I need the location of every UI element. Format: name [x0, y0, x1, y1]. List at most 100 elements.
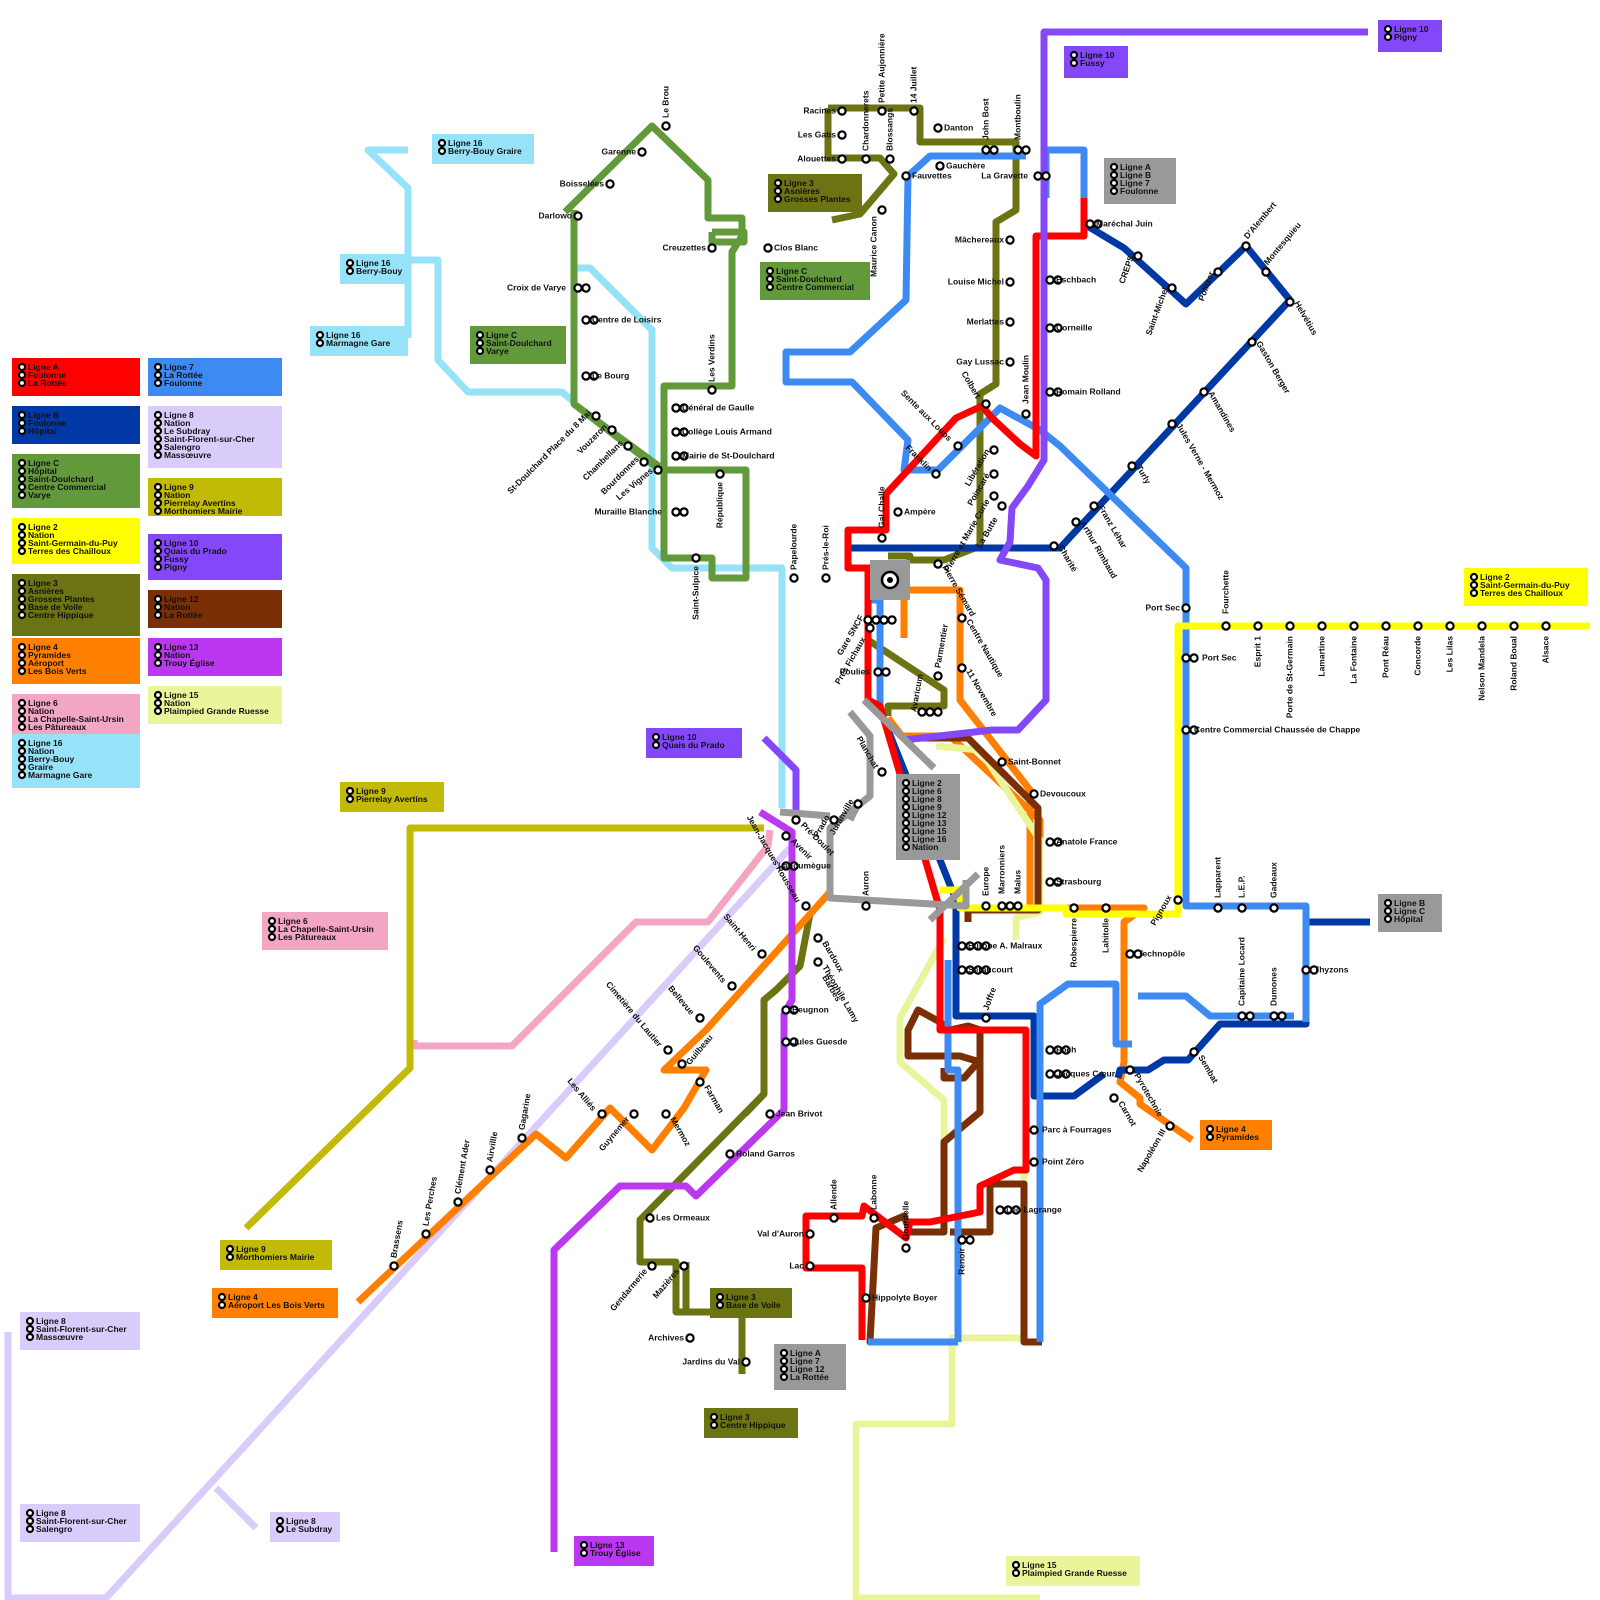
- station-marker-lamartine[interactable]: [1317, 621, 1327, 631]
- station-marker-chambellans[interactable]: [623, 441, 633, 451]
- station-marker-college-louis-armand-2[interactable]: [679, 427, 689, 437]
- station-marker-strasbourg[interactable]: [1045, 877, 1055, 887]
- station-marker-darlowo[interactable]: [573, 211, 583, 221]
- station-marker-marronniers[interactable]: [997, 901, 1007, 911]
- station-marker-pignoux[interactable]: [1173, 895, 1183, 905]
- station-marker-val-d-auron[interactable]: [805, 1229, 815, 1239]
- station-marker-ampere[interactable]: [893, 507, 903, 517]
- station-marker-la-gravette[interactable]: [1033, 171, 1043, 181]
- station-marker-les-vignes[interactable]: [653, 465, 663, 475]
- station-marker-clement-ader[interactable]: [453, 1197, 463, 1207]
- station-marker-capitaine-locard-2[interactable]: [1245, 1011, 1255, 1021]
- legend-entry-ligne-2[interactable]: Ligne 2NationSaint-Germain-du-PuyTerres …: [12, 518, 140, 564]
- station-marker-sembat[interactable]: [1189, 1047, 1199, 1057]
- station-marker-centre-commercial-chaussee-de-chappe[interactable]: [1181, 725, 1191, 735]
- station-marker-john-bost-2[interactable]: [989, 145, 999, 155]
- station-marker-pres-fichaux[interactable]: [865, 623, 875, 633]
- station-marker-renoir[interactable]: [957, 1235, 967, 1245]
- station-marker-gare-sncf-2[interactable]: [871, 615, 881, 625]
- station-marker-marechal-juin[interactable]: [1085, 219, 1095, 229]
- station-marker-archives[interactable]: [685, 1333, 695, 1343]
- station-marker-montesquieu[interactable]: [1261, 267, 1271, 277]
- station-marker-thyzons-2[interactable]: [1309, 965, 1319, 975]
- station-marker-dumones[interactable]: [1269, 1011, 1279, 1021]
- station-marker-technopole-2[interactable]: [1133, 949, 1143, 959]
- station-marker-liberation[interactable]: [989, 445, 999, 455]
- station-marker-clos-blanc[interactable]: [763, 243, 773, 253]
- station-marker-eschbach[interactable]: [1045, 275, 1055, 285]
- station-marker-parc-a-fourrages[interactable]: [1029, 1125, 1039, 1135]
- station-marker-mazieres[interactable]: [679, 1261, 689, 1271]
- station-marker-14-juillet[interactable]: [909, 106, 919, 116]
- station-marker-porte-de-st-germain[interactable]: [1285, 621, 1295, 631]
- station-marker-auron[interactable]: [861, 901, 871, 911]
- station-marker-thyzons[interactable]: [1301, 965, 1311, 975]
- station-marker-foch[interactable]: [1045, 1045, 1055, 1055]
- station-marker-john-bost[interactable]: [981, 145, 991, 155]
- station-marker-chardonnerets[interactable]: [861, 154, 871, 164]
- station-marker-saint-sulpice[interactable]: [691, 553, 701, 563]
- station-marker-joffre[interactable]: [981, 1013, 991, 1023]
- station-marker-centre-nautique[interactable]: [957, 613, 967, 623]
- station-marker-blossangs[interactable]: [885, 154, 895, 164]
- station-marker-anatole-france[interactable]: [1045, 837, 1055, 847]
- station-marker-gare-sncf-4[interactable]: [887, 615, 897, 625]
- station-marker-jules-guesde[interactable]: [781, 1037, 791, 1047]
- station-marker-le-bourg[interactable]: [581, 371, 591, 381]
- station-marker-jules-guesde-2[interactable]: [789, 1037, 799, 1047]
- station-marker-eschbach-2[interactable]: [1053, 275, 1063, 285]
- station-marker-arthur-rimbaud[interactable]: [1071, 517, 1081, 527]
- station-marker-lac[interactable]: [805, 1261, 815, 1271]
- station-marker-seraucourt-4[interactable]: [981, 965, 991, 975]
- station-marker-guilbeau[interactable]: [677, 1059, 687, 1069]
- station-marker-garenne[interactable]: [637, 147, 647, 157]
- station-marker-roland-boual[interactable]: [1509, 621, 1519, 631]
- station-marker-les-gatis[interactable]: [837, 130, 847, 140]
- station-marker-avaricum[interactable]: [917, 707, 927, 717]
- station-marker-louise-michel[interactable]: [1005, 277, 1015, 287]
- station-marker-devoucoux[interactable]: [1029, 789, 1039, 799]
- station-marker-bourdonnes[interactable]: [639, 457, 649, 467]
- station-marker-petite-aujonniere[interactable]: [877, 106, 887, 116]
- station-marker-romain-rolland-2[interactable]: [1053, 387, 1063, 397]
- station-marker-les-perches[interactable]: [421, 1229, 431, 1239]
- station-marker-avenir[interactable]: [781, 831, 791, 841]
- station-marker-carnot[interactable]: [1109, 1093, 1119, 1103]
- station-marker-creuzettes[interactable]: [707, 243, 717, 253]
- station-marker-gay-lussac[interactable]: [1005, 357, 1015, 367]
- station-marker-mermoz[interactable]: [661, 1109, 671, 1119]
- station-marker-ladoumegue-2[interactable]: [789, 861, 799, 871]
- station-marker-merlattes[interactable]: [1005, 317, 1015, 327]
- station-marker-alouettes[interactable]: [837, 154, 847, 164]
- station-marker-les-ormeaux[interactable]: [645, 1213, 655, 1223]
- station-marker-parmentier[interactable]: [933, 671, 943, 681]
- station-marker-creps[interactable]: [1133, 251, 1143, 261]
- station-marker-beugnon-2[interactable]: [789, 1005, 799, 1015]
- station-marker-jacques-coeur-3[interactable]: [1061, 1069, 1071, 1079]
- station-marker-bellevue[interactable]: [695, 1013, 705, 1023]
- station-marker-les-allies[interactable]: [597, 1109, 607, 1119]
- station-marker-amandines[interactable]: [1199, 387, 1209, 397]
- station-marker-pres-le-roi[interactable]: [821, 573, 831, 583]
- station-marker-gendarmerie[interactable]: [647, 1261, 657, 1271]
- station-marker-gauchere[interactable]: [935, 161, 945, 171]
- station-marker-montboulin-2[interactable]: [1021, 145, 1031, 155]
- station-marker-la-gravette-2[interactable]: [1041, 171, 1051, 181]
